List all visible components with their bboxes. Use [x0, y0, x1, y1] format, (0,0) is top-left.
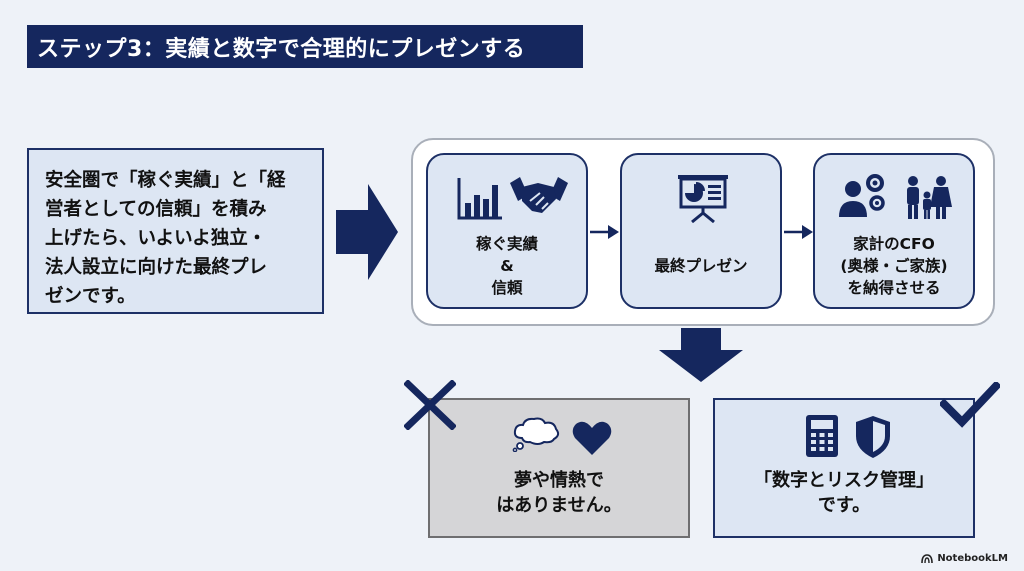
shield-icon — [856, 416, 890, 458]
this-box: 「数字とリスク管理」 です。 — [713, 398, 975, 538]
step-card-final-presentation: 最終プレゼン — [620, 153, 782, 309]
intro-line: 上げたら、いよいよ独立・ — [45, 228, 267, 249]
brand-label: NotebookLM — [937, 553, 1008, 564]
step-label: (奥様・ご家族) — [840, 257, 948, 275]
notebooklm-logo-icon — [921, 553, 934, 563]
not-this-message: はありません。 — [496, 495, 622, 516]
presentation-board-icon — [678, 175, 728, 223]
intro-line: 営者としての信頼」を積み — [45, 199, 267, 220]
step-label: 信頼 — [491, 279, 523, 297]
step-label: 家計のCFO — [853, 235, 935, 253]
intro-line: ゼンです。 — [45, 286, 136, 307]
step-label: 最終プレゼン — [654, 257, 748, 275]
small-right-arrow — [590, 225, 619, 239]
step-label: を納得させる — [847, 279, 941, 297]
heart-icon — [572, 421, 612, 455]
family-icon — [907, 176, 952, 219]
intro-text-box: 安全圏で「稼ぐ実績」と「経 営者としての信頼」を積み 上げたら、いよいよ独立・ … — [27, 148, 324, 314]
step-card-achievement: 稼ぐ実績 & 信頼 — [426, 153, 588, 309]
cross-mark-icon — [404, 380, 456, 430]
big-down-arrow — [659, 328, 743, 382]
bar-chart-icon — [457, 178, 502, 220]
handshake-icon — [510, 177, 568, 213]
calculator-icon — [806, 415, 838, 457]
check-mark-icon — [940, 382, 1000, 428]
thought-cloud-icon — [512, 417, 560, 452]
not-this-message: 夢や情熱で — [514, 470, 604, 491]
this-message: 「数字とリスク管理」 — [754, 470, 934, 491]
step-card-family-cfo: 家計のCFO (奥様・ご家族) を納得させる — [813, 153, 975, 309]
this-message: です。 — [817, 495, 871, 516]
user-gears-icon — [839, 174, 885, 217]
intro-line: 法人設立に向けた最終プレ — [45, 257, 268, 278]
not-this-box: 夢や情熱で はありません。 — [428, 398, 690, 538]
page-title: ステップ3：実績と数字で合理的にプレゼンする — [27, 25, 583, 68]
step-label: 稼ぐ実績 — [475, 235, 538, 253]
big-right-arrow — [336, 184, 398, 280]
intro-line: 安全圏で「稼ぐ実績」と「経 — [45, 170, 286, 191]
small-right-arrow — [784, 225, 813, 239]
notebooklm-watermark: NotebookLM — [921, 553, 1008, 564]
step-label-ampersand: & — [500, 257, 514, 275]
